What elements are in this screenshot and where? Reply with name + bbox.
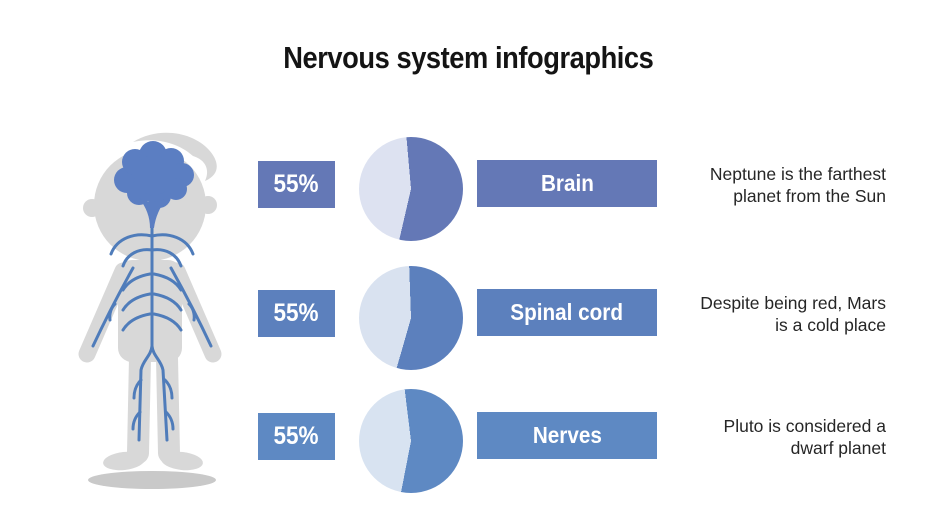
- fact-line: Pluto is considered a: [723, 416, 886, 436]
- infographic-row-spinal-cord: 55% Spinal cord Despite being red, Mars …: [0, 266, 937, 370]
- body-nervous-system-illustration: [55, 108, 245, 508]
- fact-line: planet from the Sun: [733, 186, 886, 206]
- percent-badge: 55%: [258, 413, 335, 460]
- percent-badge: 55%: [258, 161, 335, 208]
- fact-line: Despite being red, Mars: [700, 293, 886, 313]
- percent-badge: 55%: [258, 290, 335, 337]
- infographic-row-brain: 55% Brain Neptune is the farthest planet…: [0, 137, 937, 241]
- fact-line: dwarf planet: [790, 438, 886, 458]
- label-text: Brain: [540, 170, 594, 196]
- brain-icon: [114, 141, 194, 228]
- label-text: Spinal cord: [510, 299, 624, 325]
- fact-line: Neptune is the farthest: [709, 164, 886, 184]
- percent-value: 55%: [273, 299, 320, 327]
- percent-value: 55%: [273, 170, 320, 198]
- label-bar-brain: Brain: [477, 160, 657, 207]
- label-bar-nerves: Nerves: [477, 412, 657, 459]
- fact-text: Pluto is considered a dwarf planet: [640, 415, 886, 459]
- pie-chart: [359, 266, 463, 370]
- page-title: Nervous system infographics: [283, 40, 654, 75]
- fact-text: Despite being red, Mars is a cold place: [640, 292, 886, 336]
- hair-swoosh: [133, 132, 217, 181]
- fact-line: is a cold place: [775, 315, 886, 335]
- ground-shadow: [88, 471, 216, 489]
- body-illustration-icon: [78, 132, 222, 489]
- fact-text: Neptune is the farthest planet from the …: [640, 163, 886, 207]
- nerve-lines: [91, 218, 213, 442]
- pie-chart: [359, 389, 463, 493]
- percent-value: 55%: [273, 422, 320, 450]
- pie-chart: [359, 137, 463, 241]
- infographic-row-nerves: 55% Nerves Pluto is considered a dwarf p…: [0, 389, 937, 493]
- label-text: Nerves: [532, 422, 602, 448]
- label-bar-spinal-cord: Spinal cord: [477, 289, 657, 336]
